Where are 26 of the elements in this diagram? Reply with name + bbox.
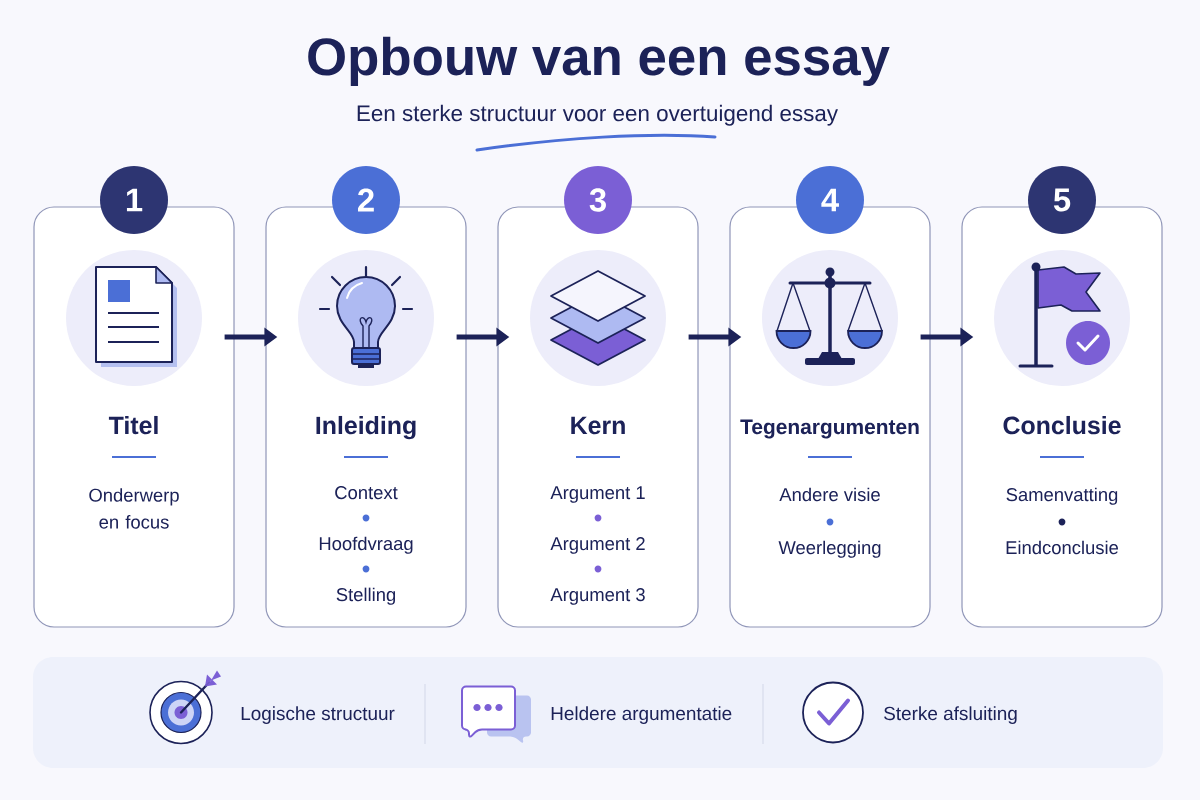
- number-badge: 1: [100, 166, 168, 234]
- card-heading: Titel: [108, 415, 158, 435]
- card-text: Argument 3: [550, 588, 645, 605]
- feature-label: Logische structuur: [241, 706, 395, 724]
- title: Opbouw van een essay: [308, 36, 890, 86]
- card-heading: Conclusie: [1003, 415, 1121, 435]
- card-text: Andere visie: [779, 487, 880, 502]
- card-text: Stelling: [336, 587, 396, 605]
- card-heading: Tegenargumenten: [740, 419, 919, 439]
- feature-label: Heldere argumentatie: [551, 706, 732, 724]
- subtitle: Een sterke structuur voor een overtuigend essay: [357, 104, 838, 126]
- number-badge: 3: [564, 166, 632, 234]
- card-text: Weerlegging: [778, 540, 881, 558]
- card-heading: Kern: [571, 416, 625, 435]
- card-text: Onderwerp en focus: [89, 488, 179, 529]
- card-text: Hoofdvraag: [319, 536, 413, 554]
- number-badge: 2: [332, 166, 400, 234]
- card-text: Context: [335, 486, 398, 500]
- card-text: Eindconclusie: [1006, 540, 1119, 555]
- card-text: Samenvatting: [1006, 487, 1118, 505]
- card-heading: Inleiding: [316, 415, 416, 440]
- number-badge: 5: [1028, 166, 1096, 234]
- feature-label: Sterke afsluiting: [884, 706, 1017, 724]
- card-text: Argument 2: [550, 537, 645, 554]
- card-text: Argument 1: [550, 486, 645, 503]
- number-badge: 4: [796, 166, 864, 234]
